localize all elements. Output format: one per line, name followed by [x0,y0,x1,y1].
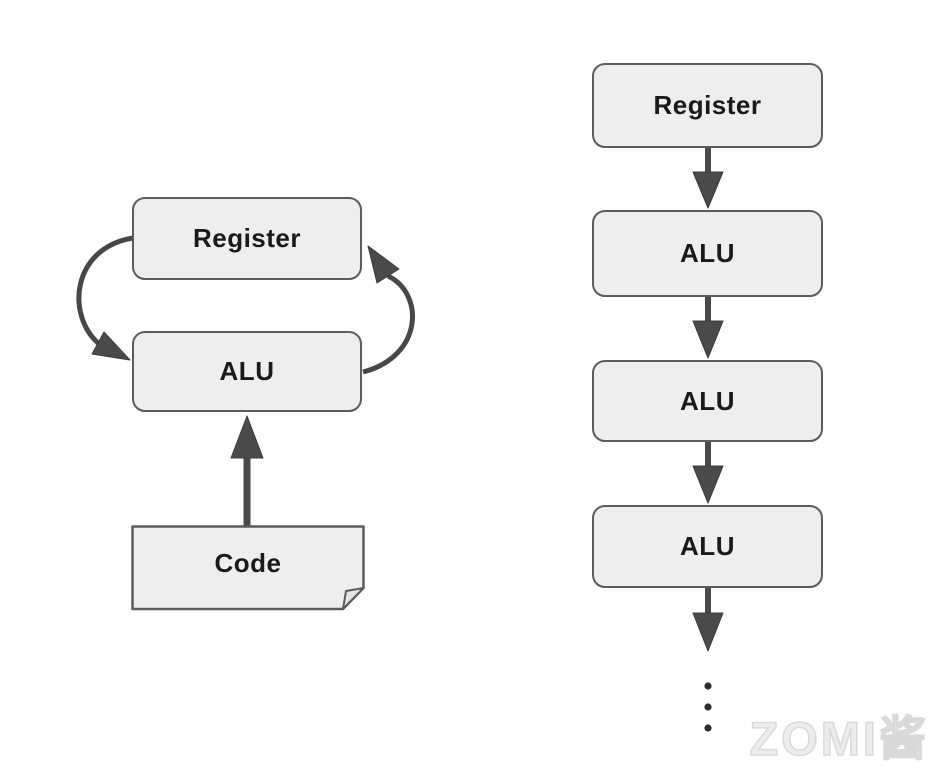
watermark-text: ZOMI酱 [749,711,929,766]
right-alu-box-2: ALU [592,360,823,442]
arc-alu-to-register [362,245,415,375]
arrow-alu1-to-alu2 [692,297,724,359]
code-label: Code [214,547,282,578]
folded-corner-icon [342,587,365,610]
arc-register-to-alu [76,235,134,361]
left-alu-box: ALU [132,331,362,412]
arrow-register-to-alu1 [692,148,724,209]
document-shape [131,525,365,611]
ellipsis-dots [704,682,712,732]
left-alu-label: ALU [219,356,275,386]
arrow-alu3-to-continue [692,588,724,652]
right-alu-label-2: ALU [680,385,735,416]
right-register-box: Register [592,63,823,148]
left-register-label: Register [192,223,302,253]
right-alu-label-3: ALU [680,531,735,561]
right-register-label: Register [653,90,762,120]
arrow-code-to-alu [230,415,264,527]
right-alu-box-1: ALU [592,210,823,297]
arrow-alu2-to-alu3 [692,442,724,504]
right-alu-box-3: ALU [592,505,823,588]
right-alu-label-1: ALU [680,238,735,268]
left-register-box: Register [132,197,362,280]
code-document-box: Code [131,525,365,611]
